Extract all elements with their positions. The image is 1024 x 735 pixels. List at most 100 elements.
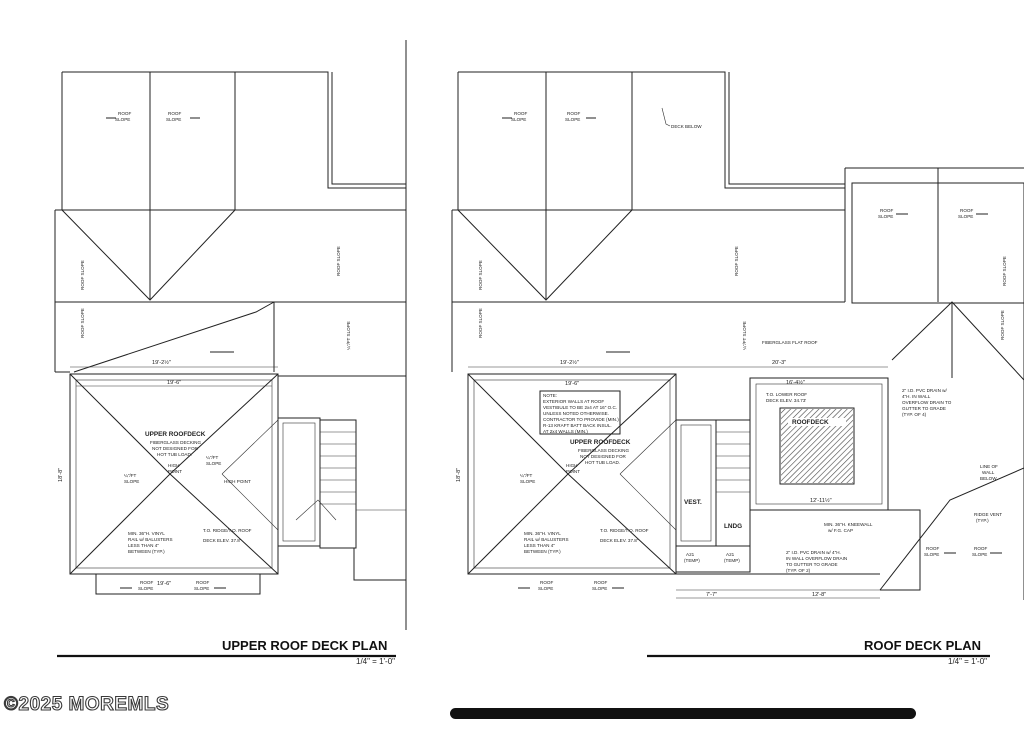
- svg-text:TO GUTTER TO GRADE: TO GUTTER TO GRADE: [786, 562, 838, 567]
- svg-text:ROOF SLOPE: ROOF SLOPE: [478, 260, 483, 290]
- dim-left-right: 18'-8": [456, 468, 462, 482]
- dim-bottom-mid: 7'-7": [706, 592, 717, 598]
- svg-text:¼"/FT SLOPE: ¼"/FT SLOPE: [346, 321, 351, 350]
- svg-text:ROOF SLOPE: ROOF SLOPE: [478, 308, 483, 338]
- svg-text:OVERFLOW DRAIN TO: OVERFLOW DRAIN TO: [902, 400, 952, 405]
- svg-text:(TEMP): (TEMP): [684, 558, 700, 563]
- svg-text:ROOF SLOPE: ROOF SLOPE: [1002, 256, 1007, 286]
- svg-text:RAIL w/ BALUSTERS: RAIL w/ BALUSTERS: [524, 537, 569, 542]
- svg-text:DECK ELEV. 37.8': DECK ELEV. 37.8': [203, 538, 241, 543]
- svg-text:DECK ELEV. 34.73': DECK ELEV. 34.73': [766, 398, 806, 403]
- svg-text:w/ F.G. CAP: w/ F.G. CAP: [828, 528, 853, 533]
- stair-enclosure: [277, 417, 321, 547]
- svg-text:BETWEEN (TYP.): BETWEEN (TYP.): [128, 549, 165, 554]
- scale-left: 1/4" = 1'-0": [356, 657, 395, 666]
- upper-roofdeck-outline-right: [467, 373, 677, 575]
- svg-text:T.O. RIDGE/T.O. ROOF: T.O. RIDGE/T.O. ROOF: [203, 528, 252, 533]
- svg-text:2" I.D. PVC DRAIN w/ 4"H.: 2" I.D. PVC DRAIN w/ 4"H.: [786, 550, 841, 555]
- dim-bottom-right: 12'-8": [812, 592, 826, 598]
- svg-text:RAIL w/ BALUSTERS: RAIL w/ BALUSTERS: [128, 537, 173, 542]
- svg-text:CONTRACTOR TO PROVIDE (MIN.): CONTRACTOR TO PROVIDE (MIN.): [543, 417, 619, 422]
- svg-text:BETWEEN (TYP.): BETWEEN (TYP.): [524, 549, 561, 554]
- svg-text:EXTERIOR WALLS AT ROOF: EXTERIOR WALLS AT ROOF: [543, 399, 604, 404]
- svg-text:HOT TUB LOAD.: HOT TUB LOAD.: [157, 452, 192, 457]
- svg-text:ROOF SLOPE: ROOF SLOPE: [336, 246, 341, 276]
- svg-text:(TEMP): (TEMP): [724, 558, 740, 563]
- svg-text:A21: A21: [726, 552, 735, 557]
- upper-roofdeck-label: UPPER ROOFDECK: [145, 431, 206, 438]
- dim-right-top: 20'-3": [772, 360, 786, 366]
- svg-text:T.O. LOWER ROOF: T.O. LOWER ROOF: [766, 392, 807, 397]
- home-indicator-bar[interactable]: [450, 708, 916, 719]
- svg-text:BELOW: BELOW: [980, 476, 997, 481]
- svg-text:SLOPE: SLOPE: [124, 479, 139, 484]
- svg-text:(TYP. OF 2): (TYP. OF 2): [786, 568, 811, 573]
- vestibule-enclosure: [675, 419, 717, 547]
- svg-text:(TYP.): (TYP.): [976, 518, 989, 523]
- svg-text:LINE OF: LINE OF: [980, 464, 998, 469]
- svg-text:MIN. 36"H. VINYL: MIN. 36"H. VINYL: [128, 531, 165, 536]
- svg-text:T.O. RIDGE/T.O. ROOF: T.O. RIDGE/T.O. ROOF: [600, 528, 649, 533]
- svg-text:ROOF SLOPE: ROOF SLOPE: [734, 246, 739, 276]
- svg-text:IN WALL OVERFLOW DRAIN: IN WALL OVERFLOW DRAIN: [786, 556, 847, 561]
- deck-below-label: DECK BELOW: [671, 124, 702, 129]
- svg-text:HIGH: HIGH: [168, 463, 179, 468]
- svg-text:VESTIBULE TO BE 2x4 AT 16" O.C: VESTIBULE TO BE 2x4 AT 16" O.C.: [543, 405, 617, 410]
- roof-deck-plan-title: ROOF DECK PLAN: [864, 638, 981, 653]
- scale-right: 1/4" = 1'-0": [948, 657, 987, 666]
- svg-text:(TYP. OF 4): (TYP. OF 4): [902, 412, 927, 417]
- upper-roofdeck-label-right: UPPER ROOFDECK: [570, 439, 631, 446]
- svg-text:¼"/FT SLOPE: ¼"/FT SLOPE: [742, 321, 747, 350]
- dim-top-inner-left: 19'-6": [167, 380, 181, 386]
- svg-text:HIGH: HIGH: [566, 463, 577, 468]
- svg-text:¼"/FT: ¼"/FT: [206, 455, 219, 460]
- svg-text:MIN. 36"H. VINYL: MIN. 36"H. VINYL: [524, 531, 561, 536]
- dim-left-left: 18'-8": [58, 468, 64, 482]
- svg-text:SLOPE: SLOPE: [520, 479, 535, 484]
- svg-text:ROOF SLOPE: ROOF SLOPE: [80, 260, 85, 290]
- upper-roofdeck-outline: [69, 373, 279, 575]
- svg-text:POINT: POINT: [168, 469, 182, 474]
- dim-12-11: 12'-11½": [810, 497, 832, 504]
- svg-text:FIBERGLASS DECKING: FIBERGLASS DECKING: [150, 440, 201, 445]
- svg-text:R-13 KRAFT BATT BACK INSUL.: R-13 KRAFT BATT BACK INSUL.: [543, 423, 612, 428]
- svg-text:2" I.D. PVC DRAIN w/: 2" I.D. PVC DRAIN w/: [902, 388, 947, 393]
- dim-top-outer-left: 19'-2½": [152, 359, 171, 366]
- svg-text:NOT DESIGNED FOR: NOT DESIGNED FOR: [152, 446, 199, 451]
- svg-text:HOT TUB LOAD.: HOT TUB LOAD.: [585, 460, 620, 465]
- svg-text:¼"/FT: ¼"/FT: [520, 473, 533, 478]
- svg-text:HIGH POINT: HIGH POINT: [224, 479, 251, 484]
- svg-text:AT 2x4 WALLS (MIN.): AT 2x4 WALLS (MIN.): [543, 429, 588, 434]
- dim-mid: 16'-4½": [786, 379, 805, 386]
- svg-text:ROOF SLOPE: ROOF SLOPE: [80, 308, 85, 338]
- lower-roofdeck: ROOFDECK: [749, 377, 889, 511]
- svg-text:SLOPE: SLOPE: [206, 461, 221, 466]
- lndg-label: LNDG: [724, 523, 742, 530]
- svg-text:WALL: WALL: [982, 470, 995, 475]
- svg-text:POINT: POINT: [566, 469, 580, 474]
- svg-text:GUTTER TO GRADE: GUTTER TO GRADE: [902, 406, 946, 411]
- svg-text:ROOFDECK: ROOFDECK: [792, 419, 829, 426]
- svg-text:MIN. 36"H. KNEEWALL: MIN. 36"H. KNEEWALL: [824, 522, 873, 527]
- svg-text:NOTE:: NOTE:: [543, 393, 557, 398]
- svg-text:¼"/FT: ¼"/FT: [124, 473, 137, 478]
- svg-text:A21: A21: [686, 552, 695, 557]
- dim-top-inner-right: 19'-6": [565, 381, 579, 387]
- svg-text:LESS THAN 4": LESS THAN 4": [128, 543, 159, 548]
- svg-text:DECK ELEV. 37.8': DECK ELEV. 37.8': [600, 538, 638, 543]
- svg-text:ROOF SLOPE: ROOF SLOPE: [1000, 310, 1005, 340]
- exterior-walls-note: NOTE: EXTERIOR WALLS AT ROOF VESTIBULE T…: [543, 393, 619, 434]
